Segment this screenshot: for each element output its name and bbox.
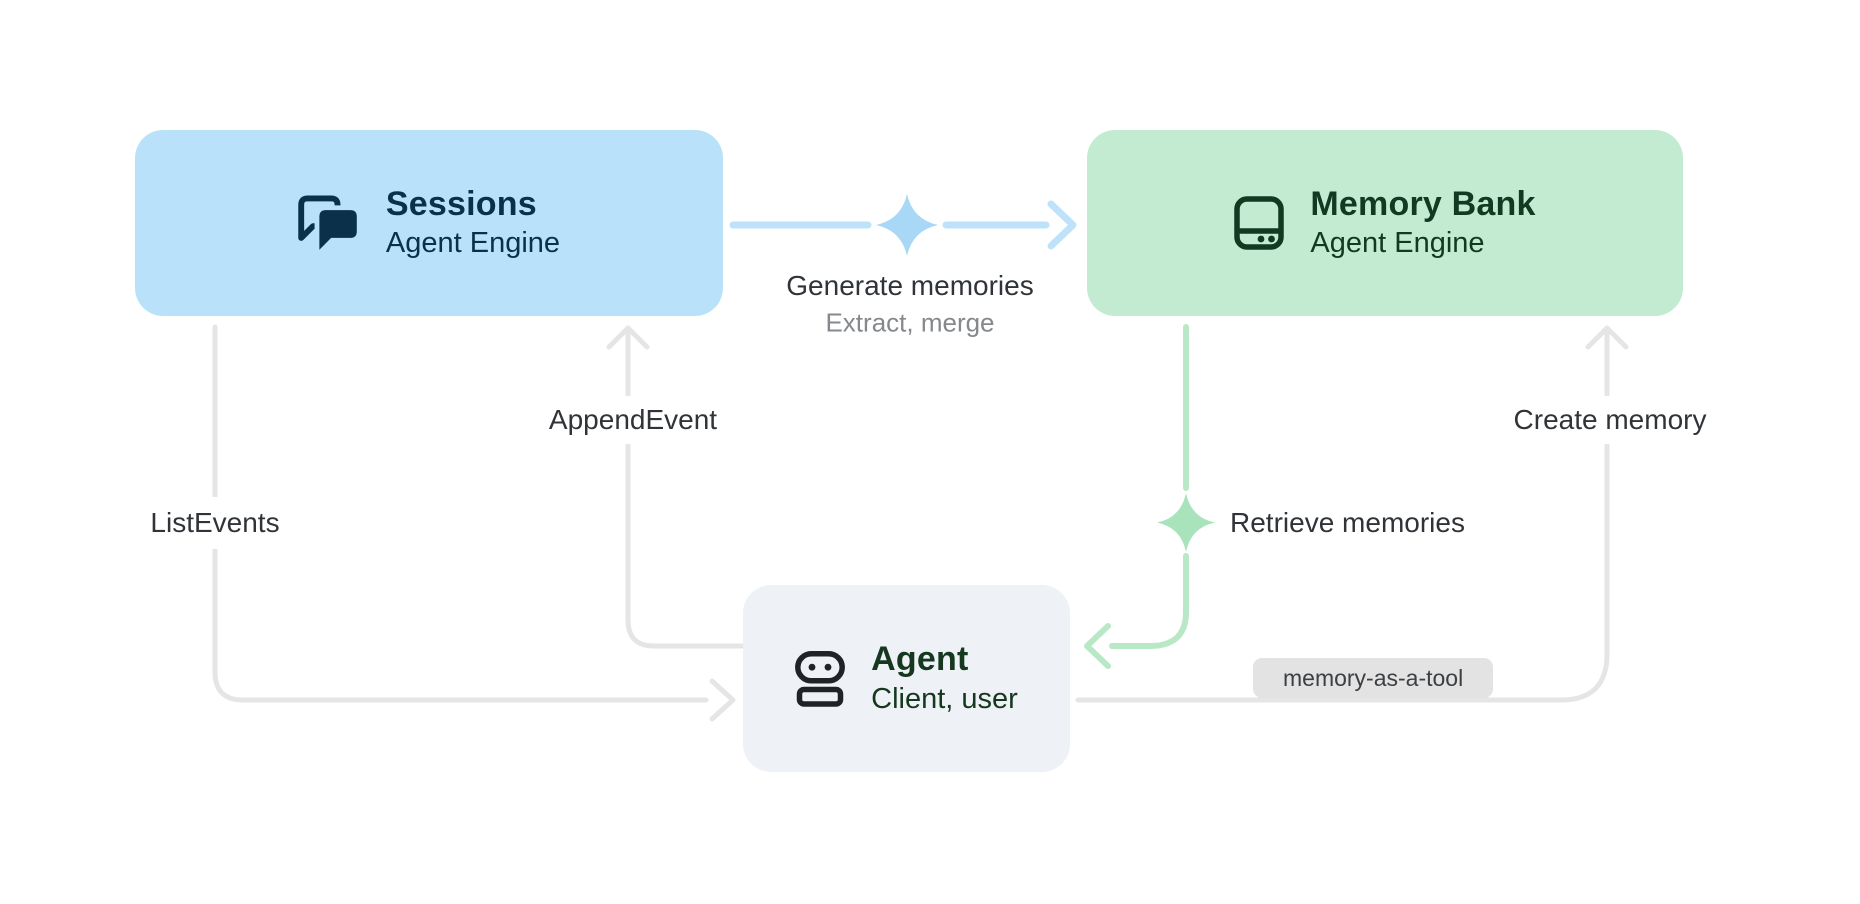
node-subtitle: Agent Engine — [385, 227, 561, 260]
append-event-arrow — [606, 325, 746, 649]
generate-memories-label: Generate memories — [786, 270, 1034, 301]
memory-as-a-tool-badge: memory-as-a-tool — [1253, 658, 1494, 698]
retrieve-memories-label: Retrieve memories — [1230, 507, 1465, 538]
create-memory-label: Create memory — [1499, 396, 1721, 444]
arrowhead-left-icon — [1084, 623, 1111, 669]
node-text: Memory Bank Agent Engine — [1310, 183, 1535, 263]
node-subtitle: Client, user — [871, 682, 1018, 715]
chat-bubbles-icon — [298, 194, 360, 252]
node-memory-bank: Memory Bank Agent Engine — [1087, 130, 1683, 316]
node-text: Agent Client, user — [871, 638, 1018, 718]
node-subtitle: Agent Engine — [1310, 227, 1485, 260]
node-agent: Agent Client, user — [743, 585, 1070, 772]
node-title: Agent — [871, 640, 969, 679]
robot-icon — [795, 650, 846, 707]
arrowhead-right-icon — [1047, 200, 1077, 250]
create-memory-arrow — [1075, 325, 1629, 703]
generate-memories-arrow — [729, 194, 1077, 256]
list-events-arrow — [212, 324, 736, 722]
sparkle-icon — [1157, 493, 1215, 552]
arrowhead-right-icon — [709, 678, 736, 722]
node-sessions: Sessions Agent Engine — [135, 130, 723, 316]
list-events-label: ListEvents — [138, 497, 292, 549]
sparkle-icon — [876, 194, 938, 256]
arrowhead-up-icon — [1585, 325, 1629, 350]
generate-memories-sublabel: Extract, merge — [825, 307, 995, 338]
append-event-label: AppendEvent — [534, 396, 732, 444]
database-icon — [1234, 196, 1285, 250]
retrieve-memories-arrow — [1084, 324, 1215, 669]
node-title: Memory Bank — [1310, 184, 1536, 223]
node-text: Sessions Agent Engine — [386, 183, 560, 263]
arrowhead-up-icon — [606, 325, 650, 350]
node-title: Sessions — [385, 184, 537, 223]
